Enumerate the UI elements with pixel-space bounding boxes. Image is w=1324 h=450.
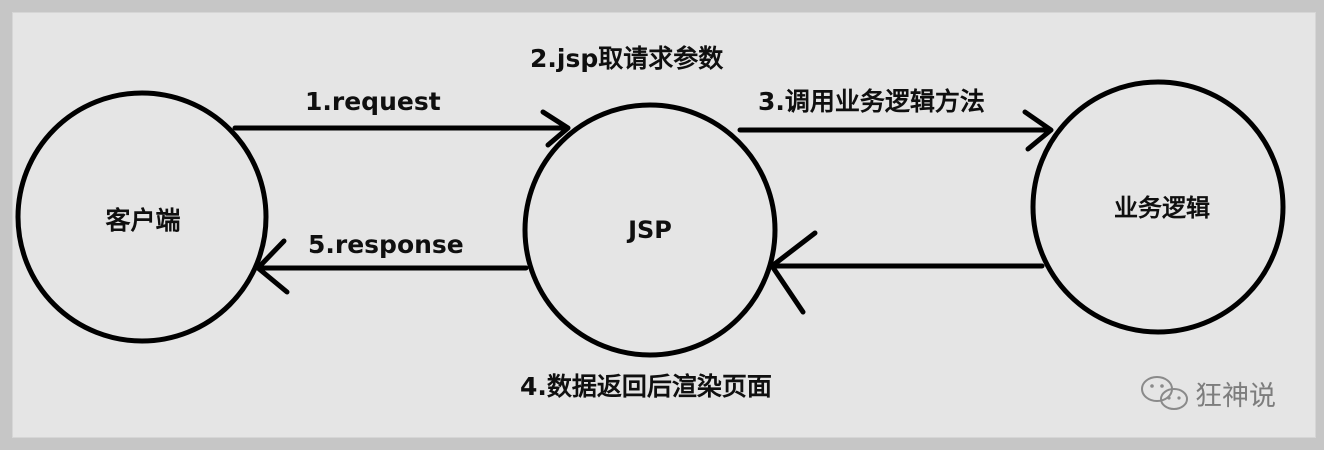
business-node: [1030, 79, 1286, 335]
jsp-node-label: JSP: [626, 216, 672, 244]
watermark-text: 狂神说: [1195, 381, 1276, 412]
business-node-label: 业务逻辑: [1114, 194, 1210, 222]
return-render-label: 4.数据返回后渲染页面: [520, 372, 772, 401]
call-business-arrow: [737, 109, 1054, 152]
jsp-params-label: 2.jsp取请求参数: [530, 44, 724, 73]
jsp-node: [522, 102, 778, 358]
request-arrow: [232, 109, 571, 148]
response-label: 5.response: [308, 230, 464, 259]
return-arrow: [769, 230, 1045, 315]
client-node: [15, 90, 269, 344]
response-arrow: [255, 238, 529, 295]
request-label: 1.request: [305, 87, 441, 116]
diagram-panel: [12, 12, 1316, 438]
call-business-label: 3.调用业务逻辑方法: [758, 87, 985, 116]
client-node-label: 客户端: [105, 206, 180, 235]
wechat-icon: [1141, 376, 1188, 410]
